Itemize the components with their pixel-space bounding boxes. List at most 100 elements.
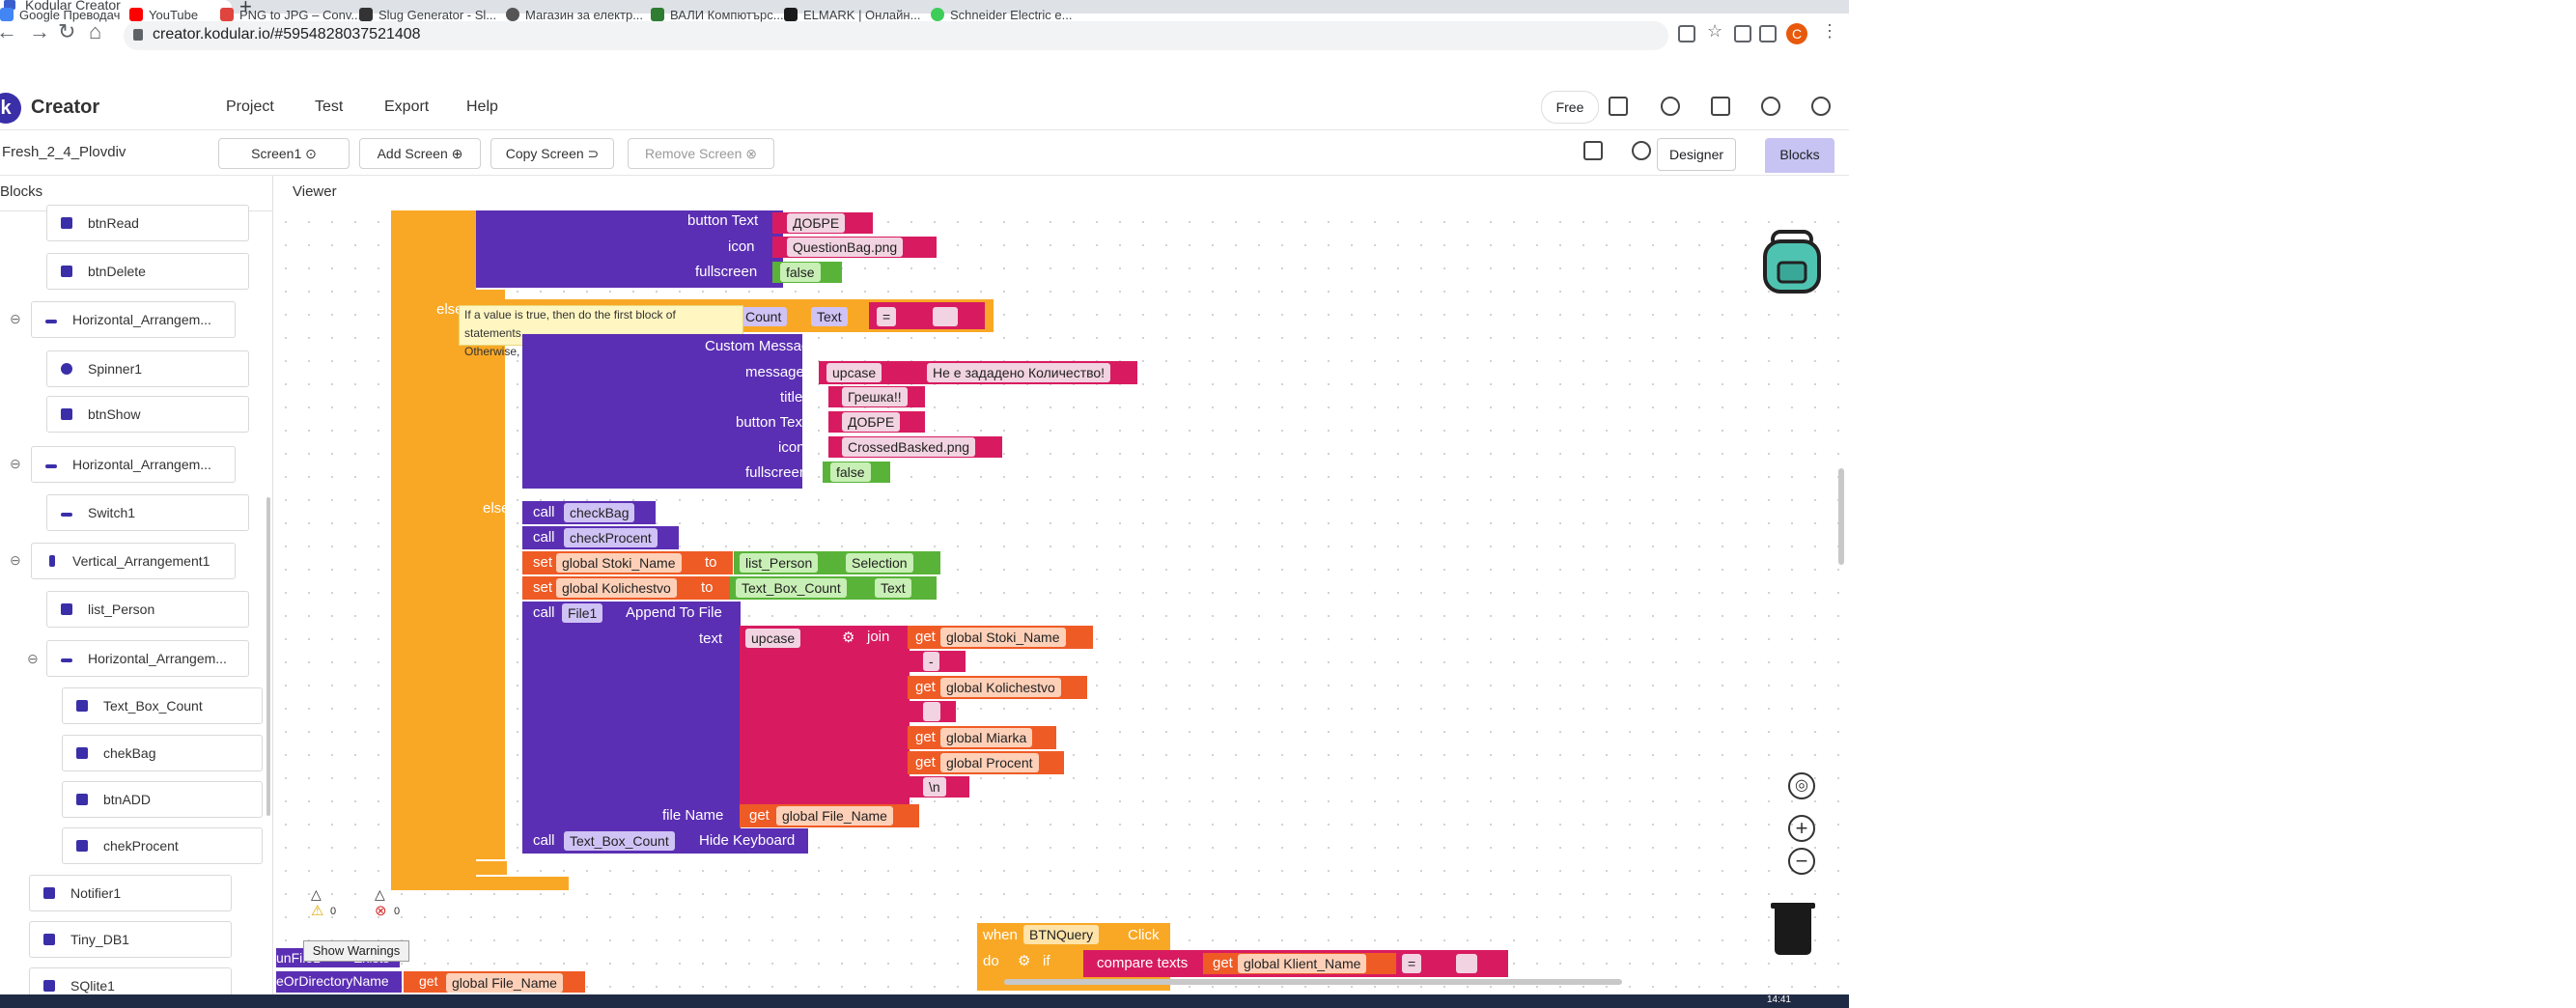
notifier-dialog-block-top[interactable] (476, 210, 783, 288)
checkbox-icon (76, 747, 88, 759)
collapse-toggle-icon[interactable]: ⊖ (10, 456, 21, 471)
component-btnDelete[interactable]: btnDelete (46, 253, 249, 290)
bookmark-item[interactable]: Магазин за електр... (506, 8, 643, 22)
collapse-toggle-icon[interactable]: ⊖ (10, 311, 21, 326)
bookmark-item[interactable]: Slug Generator - Sl... (359, 8, 496, 22)
palette-icon[interactable] (1661, 97, 1680, 116)
component-btnShow[interactable]: btnShow (46, 396, 249, 433)
sidebar-scrollbar[interactable] (266, 497, 270, 816)
tab-designer[interactable]: Designer (1657, 138, 1736, 171)
zoom-in-icon[interactable]: + (1788, 815, 1815, 842)
gear-icon[interactable]: ⚙ (842, 630, 855, 646)
component-list_Person[interactable]: list_Person (46, 591, 249, 628)
project-name: Fresh_2_4_Plovdiv (2, 144, 126, 160)
star-icon[interactable]: ☆ (1707, 21, 1723, 41)
reload-icon[interactable]: ↻ (58, 19, 76, 43)
else-label: else (436, 301, 463, 318)
backpack-icon[interactable] (1759, 228, 1825, 295)
plan-free-button[interactable]: Free (1541, 91, 1599, 124)
empty-text-value[interactable] (933, 307, 958, 326)
browser-tab[interactable]: Kodular Creator (0, 0, 232, 14)
trash-icon[interactable] (1775, 905, 1811, 955)
component-vertical-arrangement[interactable]: Vertical_Arrangement1 (31, 543, 236, 579)
component-Text_Box_Count[interactable]: Text_Box_Count (62, 687, 263, 724)
bookmark-item[interactable]: Google Преводач (0, 8, 120, 22)
warning-icon: ⚠ (311, 903, 324, 919)
account-icon[interactable] (1811, 97, 1831, 116)
upcase-block[interactable] (740, 626, 844, 805)
database-icon (43, 934, 55, 945)
bookmark-item[interactable]: YouTube (129, 8, 198, 22)
gear-icon[interactable]: ⚙ (1018, 953, 1031, 969)
url-field[interactable]: creator.kodular.io/#5954828037521408 (124, 21, 1668, 50)
component-btnRead[interactable]: btnRead (46, 205, 249, 241)
join-block[interactable] (832, 626, 910, 805)
gallery-icon[interactable] (1583, 141, 1603, 160)
button-icon (61, 408, 72, 420)
notifier-custom-dialog-block[interactable] (522, 334, 802, 489)
collapse-toggle-icon[interactable]: ⊖ (10, 552, 21, 568)
text-value[interactable]: ДОБРЕ (787, 213, 846, 233)
menu-project[interactable]: Project (226, 98, 274, 115)
side-panel-icon[interactable] (1759, 25, 1777, 42)
add-screen-button[interactable]: Add Screen ⊕ (359, 138, 481, 169)
bookmark-item[interactable]: ВАЛИ Компютърс... (651, 8, 784, 22)
show-warnings-button[interactable]: Show Warnings (303, 940, 409, 962)
file-append-block[interactable] (522, 602, 741, 851)
menu-export[interactable]: Export (384, 98, 430, 115)
component-Switch1[interactable]: Switch1 (46, 494, 249, 531)
forward-icon[interactable]: → (29, 19, 50, 43)
warnings-up-arrow-icon[interactable]: △ (311, 886, 322, 902)
tab-blocks[interactable]: Blocks (1765, 138, 1834, 173)
reading-list-icon[interactable] (1734, 25, 1751, 42)
screen-selector[interactable]: Screen1 ⊙ (218, 138, 350, 169)
outer-if-block[interactable] (391, 210, 430, 886)
boolean-value[interactable]: false (780, 263, 821, 282)
copy-screen-button[interactable]: Copy Screen ⊃ (490, 138, 614, 169)
file-delete-block[interactable] (276, 971, 402, 993)
empty-text-value[interactable] (923, 702, 940, 721)
component-chekProcent[interactable]: chekProcent (62, 827, 263, 864)
home-icon[interactable]: ⌂ (89, 19, 102, 43)
library-icon[interactable] (1711, 97, 1730, 116)
back-icon[interactable]: ← (0, 19, 17, 43)
component-horizontal-arrangement[interactable]: Horizontal_Arrangem... (46, 640, 249, 677)
empty-text-value[interactable] (1456, 954, 1477, 973)
remove-screen-button[interactable]: Remove Screen ⊗ (628, 138, 774, 169)
dollar-icon[interactable] (1761, 97, 1780, 116)
component-chekBag[interactable]: chekBag (62, 735, 263, 771)
profile-avatar[interactable]: C (1786, 23, 1807, 44)
recenter-icon[interactable]: ◎ (1788, 772, 1815, 799)
bookmark-item[interactable]: PNG to JPG – Conv... (220, 8, 361, 22)
vertical-arrangement-icon (49, 555, 55, 567)
more-menu-icon[interactable]: ⋮ (1821, 21, 1838, 41)
settings-gear-icon[interactable] (1632, 141, 1651, 160)
os-taskbar: 14:41 (0, 994, 1849, 1008)
sidebar-title: Blocks (0, 183, 43, 200)
workspace-horizontal-scrollbar[interactable] (1004, 979, 1622, 985)
inner-if-footer (430, 861, 507, 875)
component-horizontal-arrangement[interactable]: Horizontal_Arrangem... (31, 301, 236, 338)
nested-if-block[interactable] (476, 290, 505, 859)
lock-icon (133, 29, 143, 41)
menu-test[interactable]: Test (315, 98, 344, 115)
workspace-vertical-scrollbar[interactable] (1838, 468, 1844, 565)
component-horizontal-arrangement[interactable]: Horizontal_Arrangem... (31, 446, 236, 483)
notifier-icon (43, 887, 55, 899)
zoom-out-icon[interactable]: − (1788, 848, 1815, 875)
bookmark-item[interactable]: Schneider Electric e... (931, 8, 1072, 22)
menu-help[interactable]: Help (466, 98, 498, 115)
button-icon (61, 266, 72, 277)
text-value[interactable]: QuestionBag.png (787, 238, 904, 257)
collapse-toggle-icon[interactable]: ⊖ (27, 651, 39, 666)
bookmark-item[interactable]: ELMARK | Онлайн... (784, 8, 920, 22)
component-Notifier1[interactable]: Notifier1 (29, 875, 232, 911)
bookmarks-bar (0, 54, 1849, 86)
errors-up-arrow-icon[interactable]: △ (375, 886, 385, 902)
folder-icon[interactable] (1609, 97, 1628, 116)
component-Spinner1[interactable]: Spinner1 (46, 350, 249, 387)
database-icon (43, 980, 55, 992)
share-icon[interactable] (1678, 25, 1695, 42)
component-btnADD[interactable]: btnADD (62, 781, 263, 818)
component-Tiny_DB1[interactable]: Tiny_DB1 (29, 921, 232, 958)
